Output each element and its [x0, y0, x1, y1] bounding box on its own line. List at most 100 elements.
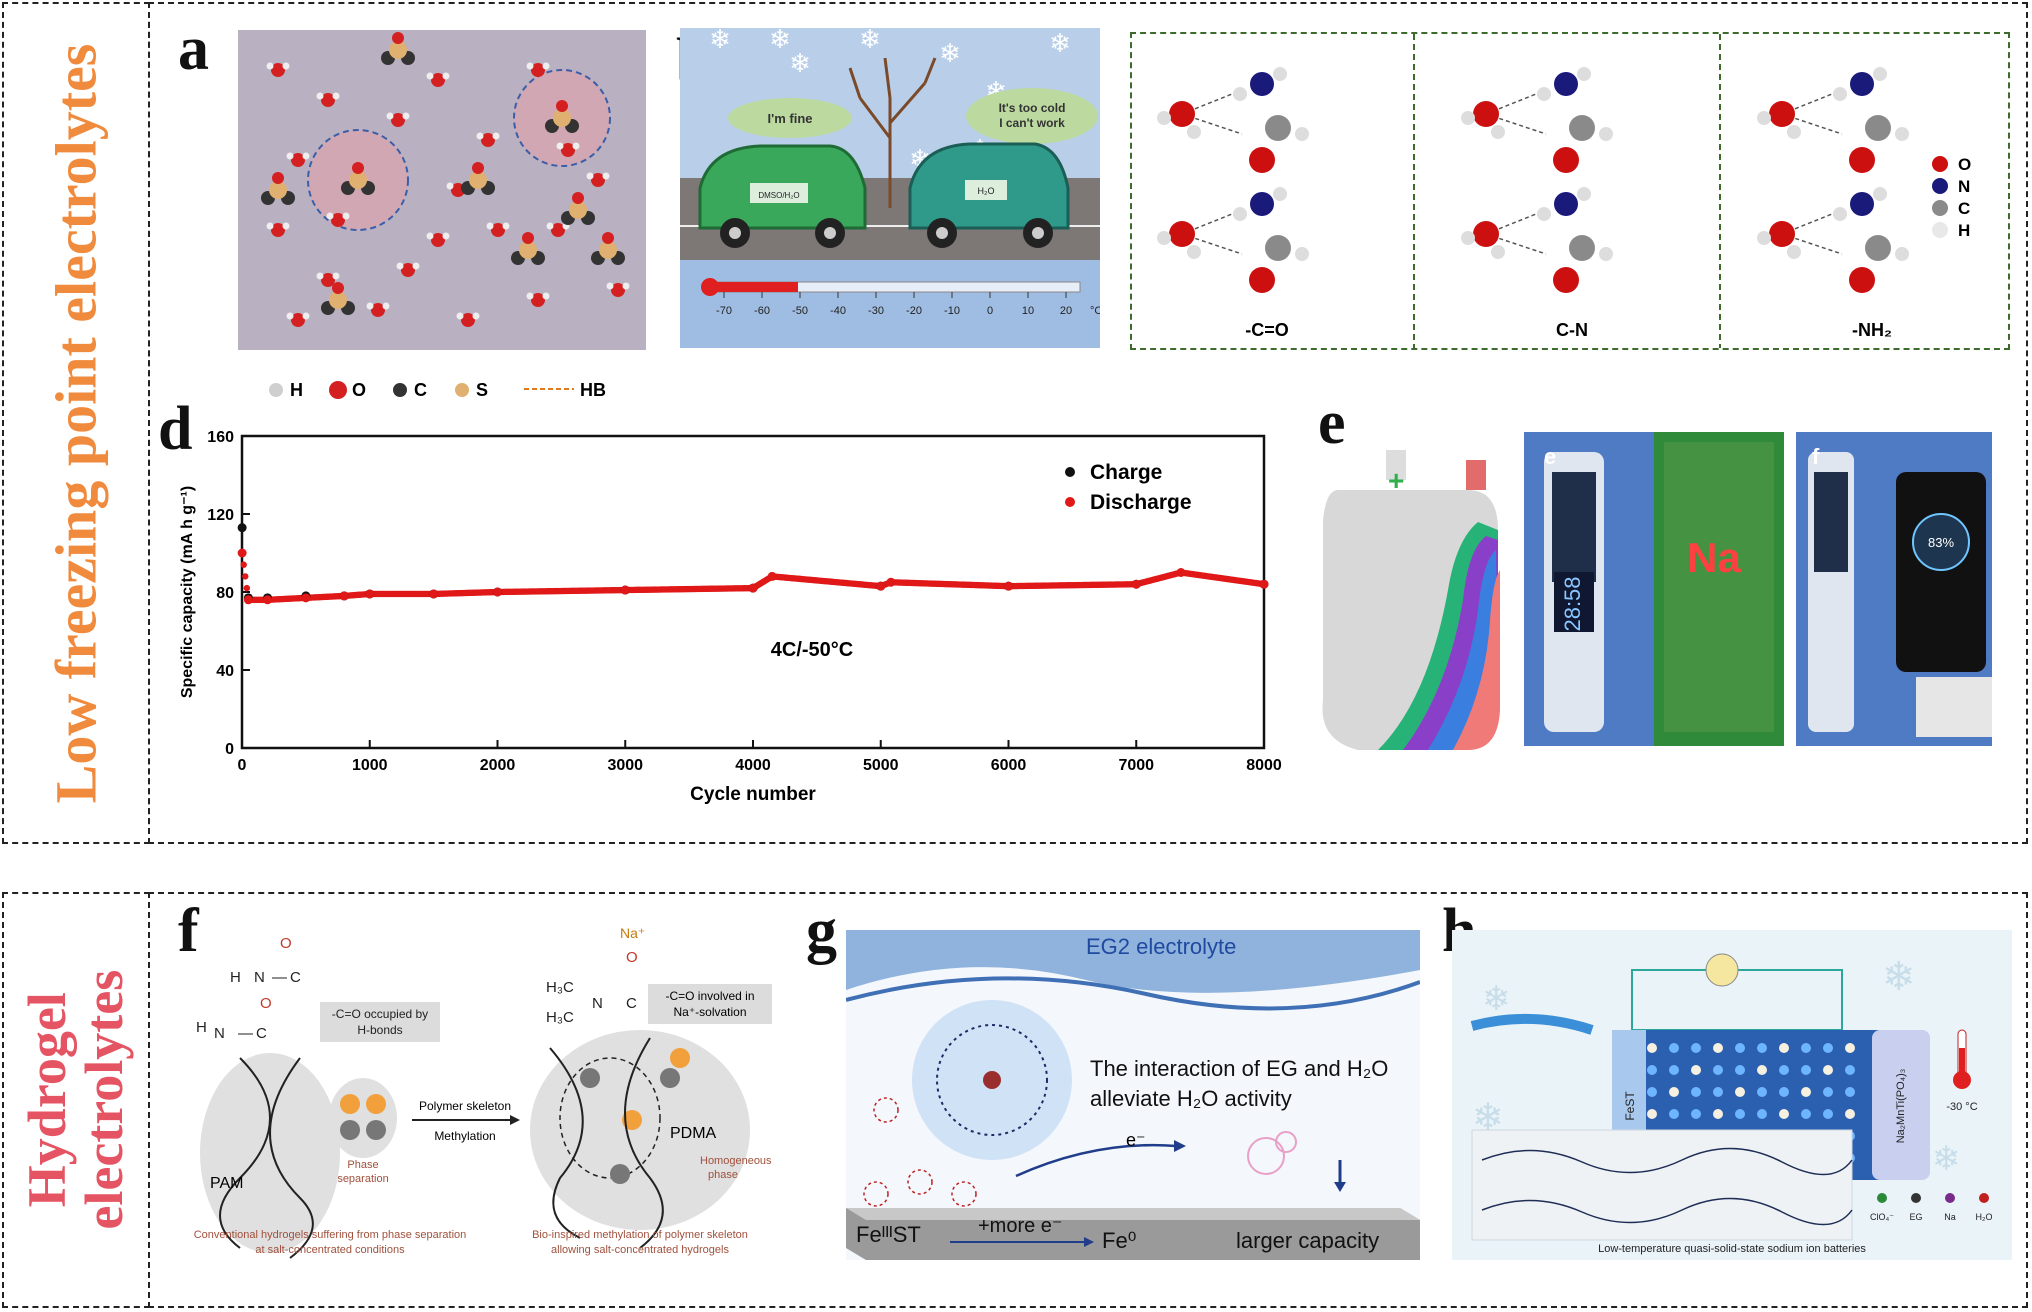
f-cap-right-2: allowing salt-concentrated hydrogels	[551, 1244, 729, 1256]
panel-label-e: e	[1318, 389, 1346, 457]
panel-e-photo-1: 28:58 Na e	[1524, 432, 1784, 746]
discharge-point	[237, 548, 247, 558]
x-tick-label: 7000	[1118, 757, 1154, 774]
c-column-label-2: C-N	[1556, 320, 1588, 340]
discharge-point	[1004, 581, 1013, 591]
pdma-label: PDMA	[670, 1125, 717, 1142]
phase-sep-1: Phase	[347, 1159, 378, 1171]
svg-text:H₃C: H₃C	[546, 979, 574, 996]
c-legend-label-C: C	[1958, 199, 1970, 218]
b-thermo-tick: -10	[944, 305, 960, 317]
h-legend-dot	[1911, 1193, 1921, 1203]
cold-car-scene: ❄❄❄ ❄❄❄ ❄❄❄❄ I'm fine It's too cold I ca…	[680, 28, 1100, 348]
svg-text:28:58: 28:58	[1560, 576, 1585, 631]
top-section-frame	[148, 2, 2028, 844]
b-thermo-tick: 20	[1060, 305, 1072, 317]
svg-text:—: —	[272, 969, 287, 986]
md-snapshot	[261, 32, 630, 327]
y-tick-label: 120	[207, 507, 234, 524]
panel-label-d: d	[158, 395, 193, 463]
c-column-label-3: -NH₂	[1852, 320, 1892, 340]
f-box-right-1: -C=O involved in	[665, 989, 754, 1003]
a-legend-dot-O	[329, 381, 347, 399]
y-tick-label: 0	[225, 741, 234, 758]
top-section-title-wrap: Low freezing point electrolytes	[2, 2, 150, 844]
g-electron: e⁻	[1126, 1130, 1146, 1150]
svg-text:❄: ❄	[1932, 1140, 1961, 1178]
c-legend-dot-N	[1932, 178, 1948, 194]
svg-text:O: O	[260, 995, 272, 1012]
panel-label-g: g	[806, 897, 837, 965]
car-right-label: H₂O	[978, 186, 995, 196]
h-legend-label: EG	[1909, 1212, 1922, 1222]
discharge-point	[876, 581, 886, 591]
svg-text:❄: ❄	[1882, 955, 1916, 999]
h-caption: Low-temperature quasi-solid-state sodium…	[1598, 1243, 1866, 1255]
bubble-right-2: I can't work	[999, 116, 1065, 130]
svg-text:❄: ❄	[709, 28, 731, 54]
discharge-point	[429, 589, 439, 599]
h-legend-dot	[1979, 1193, 1989, 1203]
c-legend-label-H: H	[1958, 221, 1970, 240]
svg-text:N: N	[214, 1025, 225, 1042]
bottom-section-title-wrap: Hydrogel electrolytes	[2, 892, 150, 1308]
discharge-point	[1259, 579, 1269, 589]
b-thermo-tick: -20	[906, 305, 922, 317]
led-photo: 28:58 Na e	[1524, 432, 1784, 746]
g-title: EG2 electrolyte	[1086, 934, 1236, 959]
svg-text:N: N	[254, 969, 265, 986]
svg-text:❄: ❄	[1482, 980, 1511, 1018]
x-tick-label: 0	[238, 757, 247, 774]
discharge-point	[339, 591, 349, 601]
discharge-point	[263, 595, 273, 605]
c-legend-label-N: N	[1958, 177, 1970, 196]
panel-a-image	[238, 30, 646, 350]
discharge-point	[886, 577, 896, 587]
svg-text:C: C	[626, 995, 637, 1012]
h-legend-label: H₂O	[1976, 1212, 1993, 1222]
homog-2: phase	[708, 1169, 738, 1181]
chart-annotation: 4C/-50°C	[771, 639, 853, 661]
b-thermo-tick: -70	[716, 305, 732, 317]
c-legend-dot-O	[1932, 156, 1948, 172]
svg-text:O: O	[280, 935, 292, 952]
c-legend-dot-C	[1932, 200, 1948, 216]
phone-percent: 83%	[1928, 535, 1954, 550]
b-thermo-tick: -60	[754, 305, 770, 317]
f-cap-left-1: Conventional hydrogels suffering from ph…	[194, 1229, 467, 1241]
charge-point	[237, 523, 247, 533]
eg2-electrolyte-scheme: EG2 electrolyte The interaction of EG an…	[846, 930, 1420, 1260]
x-tick-label: 1000	[352, 757, 388, 774]
panel-b-image: ❄❄❄ ❄❄❄ ❄❄❄❄ I'm fine It's too cold I ca…	[680, 28, 1100, 348]
svg-text:H₃C: H₃C	[546, 1009, 574, 1026]
discharge-point	[767, 571, 777, 581]
inset-label-e: e	[1544, 444, 1556, 469]
discharge-point	[493, 587, 502, 597]
legend-marker-charge	[1065, 467, 1075, 477]
svg-text:—: —	[238, 1025, 253, 1042]
discharge-point	[1131, 579, 1141, 589]
y-tick-label: 40	[216, 663, 234, 680]
bubble-right-1: It's too cold	[999, 101, 1066, 115]
svg-text:❄: ❄	[1049, 28, 1071, 58]
panel-e-photo-2: 83% f	[1796, 432, 1992, 746]
quasi-solid-battery-scheme: ❄ ❄ ❄ ❄ FeST Na₂MnTi(PO₄)₃ -30 °C ClO₄⁻E…	[1470, 953, 1993, 1255]
plus-icon: +	[1388, 465, 1404, 496]
h-cathode: Na₂MnTi(PO₄)₃	[1895, 1069, 1907, 1144]
svg-text:C: C	[256, 1025, 267, 1042]
thermometer-icon	[701, 278, 1081, 296]
car-left-label: DMSO/H₂O	[758, 191, 799, 200]
y-axis-label: Specific capacity (mA h g⁻¹)	[179, 486, 196, 698]
bottom-section-frame	[148, 892, 2028, 1308]
discharge-point	[748, 583, 758, 593]
a-legend-dot-C	[393, 383, 407, 397]
bubble-left: I'm fine	[768, 111, 813, 126]
c-legend-label-O: O	[1958, 155, 1971, 174]
bottom-title-line2: electrolytes	[74, 970, 135, 1230]
h-legend-label: ClO₄⁻	[1870, 1212, 1894, 1222]
